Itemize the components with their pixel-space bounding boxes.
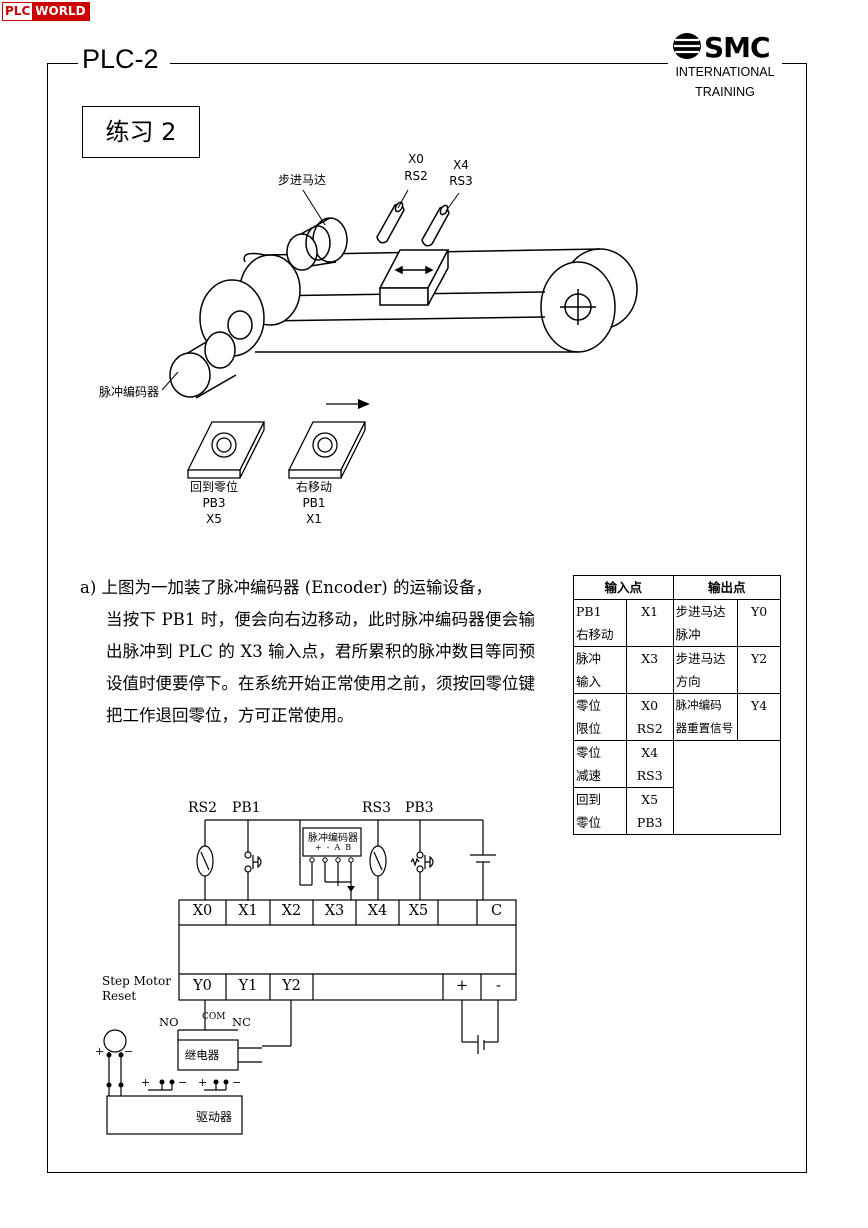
- smc-subtitle-line2: TRAINING: [695, 85, 755, 99]
- logo-right-text: WORLD: [32, 3, 89, 20]
- paragraph-first-line: a) 上图为一加装了脉冲编码器 (Encoder) 的运输设备，: [80, 572, 535, 604]
- encoder-wiring: [299, 820, 362, 900]
- driver-pin-minus-2: −: [232, 1076, 242, 1089]
- terminal-x0: X0: [192, 903, 213, 919]
- input-battery: [470, 820, 496, 900]
- io-output-name-2: 脉冲编码器重置信号: [672, 693, 739, 741]
- plcworld-logo: PLC WORLD: [2, 2, 90, 21]
- terminal-x2: X2: [281, 903, 302, 919]
- wiring-encoder-label: 脉冲编码器: [308, 833, 358, 844]
- input-terminal-dividers: [225, 900, 478, 925]
- label-home-button: 回到零位 PB3 X5: [181, 479, 247, 527]
- paragraph-body: 当按下 PB1 时，便会向右边移动，此时脉冲编码器便会输出脉冲到 PLC 的 X…: [106, 610, 535, 725]
- rs2-switch: [196, 820, 214, 900]
- io-output-addr-0: Y0: [737, 599, 781, 647]
- step-motor-label-line2: Reset: [102, 989, 137, 1003]
- label-stepper-motor: 步进马达: [277, 173, 326, 187]
- output-wiring: [178, 1000, 499, 1054]
- smc-subtitle-line1: INTERNATIONAL: [675, 65, 775, 79]
- paragraph-marker: a): [80, 578, 97, 597]
- terminal-x1: X1: [238, 903, 258, 919]
- label-right-button: 右移动 PB1 X1: [281, 479, 347, 527]
- io-input-name-4: 回到零位: [573, 787, 627, 835]
- lamp-pin-minus: −: [124, 1045, 134, 1058]
- smc-logo: SMC: [673, 31, 771, 62]
- io-input-name-3: 零位减速: [573, 740, 627, 788]
- terminal-c: C: [490, 903, 503, 919]
- driver-pin-minus-1: −: [178, 1076, 188, 1089]
- label-encoder: 脉冲编码器: [98, 385, 159, 399]
- terminal-plus: +: [455, 978, 469, 994]
- pb3-switch: [410, 820, 434, 900]
- label-home-line1: 回到零位: [189, 480, 238, 494]
- io-output-empty: [672, 740, 782, 835]
- label-home-line3: X5: [206, 512, 222, 526]
- io-input-name-1: 脉冲输入: [573, 646, 627, 694]
- wiring-pb1-label: PB1: [232, 800, 261, 816]
- terminal-y1: Y1: [238, 978, 258, 994]
- label-sensor2-name: RS3: [449, 174, 473, 188]
- label-right-line2: PB1: [302, 496, 326, 510]
- frame-top-left-rule: [47, 63, 79, 64]
- paragraph-line1: 上图为一加装了脉冲编码器 (Encoder) 的运输设备，: [101, 578, 492, 597]
- wiring-rs3-label: RS3: [362, 800, 392, 816]
- page-frame: [47, 63, 807, 1173]
- step-motor-reset-label: Step Motor Reset: [102, 974, 171, 1004]
- description-paragraph: a) 上图为一加装了脉冲编码器 (Encoder) 的运输设备， 当按下 PB1…: [80, 572, 535, 732]
- step-motor-label-line1: Step Motor: [102, 974, 171, 988]
- frame-top-mid-rule: [170, 63, 668, 64]
- logo-left-text: PLC: [3, 3, 33, 20]
- terminal-x4: X4: [367, 903, 388, 919]
- terminal-x5: X5: [408, 903, 429, 919]
- io-input-addr-0: X1: [625, 599, 674, 647]
- io-output-addr-1: Y2: [737, 646, 781, 694]
- driver-box: [106, 1095, 243, 1135]
- label-home-line2: PB3: [202, 496, 226, 510]
- exercise-label: 练习 2: [82, 106, 200, 158]
- io-input-addr-1: X3: [625, 646, 674, 694]
- terminal-y2: Y2: [282, 978, 301, 994]
- smc-logo-mark: [673, 33, 701, 59]
- relay-com-label: COM: [202, 1012, 226, 1022]
- pb1-switch: [244, 820, 262, 900]
- label-right-line1: 右移动: [295, 480, 332, 494]
- relay-label: 继电器: [184, 1048, 220, 1062]
- terminal-x3: X3: [324, 903, 345, 919]
- terminal-minus: -: [496, 978, 501, 994]
- label-sensor1-addr: X0: [408, 152, 424, 166]
- label-sensor2-addr: X4: [453, 158, 469, 172]
- wiring-pb3-label: PB3: [405, 800, 434, 816]
- driver-wiring: [108, 1082, 227, 1096]
- driver-label: 驱动器: [195, 1110, 232, 1124]
- relay-no-label: NO: [159, 1015, 179, 1029]
- lamp: [103, 1029, 127, 1085]
- label-sensor1-name: RS2: [404, 169, 428, 183]
- smc-brand-text: SMC: [704, 31, 770, 62]
- smc-subtitle: INTERNATIONAL TRAINING: [668, 62, 782, 102]
- page-title: PLC-2: [78, 44, 163, 75]
- label-right-line3: X1: [306, 512, 322, 526]
- frame-top-right-rule: [782, 63, 807, 64]
- terminal-y0: Y0: [193, 978, 212, 994]
- plc-body: [178, 899, 517, 1001]
- driver-pin-plus-1: +: [141, 1076, 151, 1089]
- relay-nc-label: NC: [232, 1015, 251, 1029]
- wiring-rs2-label: RS2: [188, 800, 218, 816]
- lamp-pin-plus: +: [95, 1045, 105, 1058]
- relay: [177, 1030, 262, 1071]
- io-output-addr-2: Y4: [737, 693, 781, 741]
- rs3-switch: [369, 820, 387, 900]
- driver-pin-plus-2: +: [198, 1076, 208, 1089]
- output-terminal-dividers: [225, 974, 482, 1000]
- wiring-encoder-pins: + - A B: [314, 843, 352, 852]
